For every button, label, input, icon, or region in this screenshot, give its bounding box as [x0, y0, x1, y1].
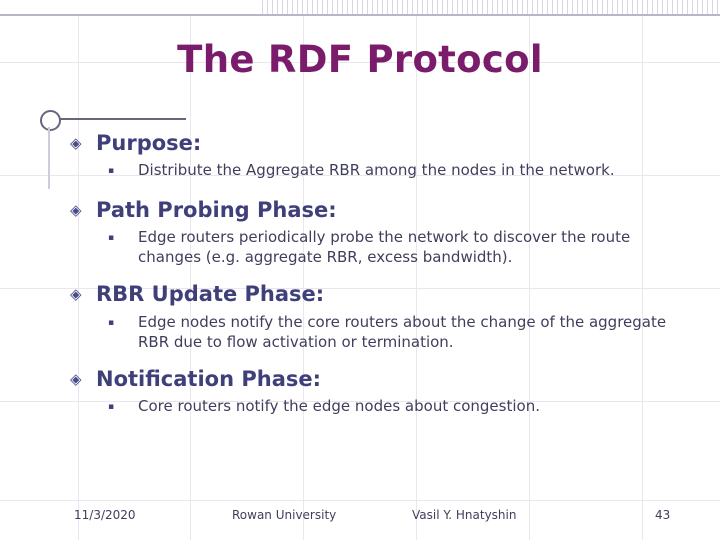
bullet-level1: ◈ Path Probing Phase:: [70, 197, 690, 223]
bullet-level2: ▪ Edge routers periodically probe the ne…: [108, 227, 690, 268]
bullet-subtext: Distribute the Aggregate RBR among the n…: [138, 161, 615, 180]
footer-organization: Rowan University: [232, 508, 337, 522]
bullet-level1: ◈ Purpose:: [70, 130, 690, 156]
decorative-gridline: [190, 0, 191, 540]
header-rule: [0, 14, 720, 16]
bullet-subtext: Core routers notify the edge nodes about…: [138, 397, 540, 416]
page-title: The RDF Protocol: [177, 38, 543, 81]
bullet-subtext: Edge routers periodically probe the netw…: [138, 227, 631, 266]
bullet-heading: RBR Update Phase:: [96, 282, 325, 307]
diamond-bullet-icon: ◈: [70, 370, 82, 388]
square-bullet-icon: ▪: [108, 232, 115, 243]
diamond-bullet-icon: ◈: [70, 134, 82, 152]
decorative-gridline: [78, 0, 79, 540]
bullet-subtext: Edge nodes notify the core routers about…: [138, 312, 667, 351]
bullet-level2: ▪ Core routers notify the edge nodes abo…: [108, 396, 690, 416]
footer-date: 11/3/2020: [74, 508, 136, 522]
decorative-gridline: [642, 0, 643, 540]
bullet-heading: Purpose:: [96, 131, 202, 155]
square-bullet-icon: ▪: [108, 402, 115, 413]
bullet-level1: ◈ RBR Update Phase:: [70, 281, 690, 307]
decorative-gridline: [0, 62, 720, 63]
decorative-gridline: [416, 0, 417, 540]
footer-page-number: 43: [655, 508, 671, 522]
bullet-level1: ◈ Notification Phase:: [70, 366, 690, 392]
decorative-gridline: [529, 0, 530, 540]
slide-content: ◈ Purpose: ▪ Distribute the Aggregate RB…: [70, 130, 690, 427]
decorative-gridline: [0, 401, 720, 402]
slide-header-bar: [0, 0, 720, 16]
footer-author: Vasil Y. Hnatyshin: [412, 508, 517, 522]
bullet-level2: ▪ Distribute the Aggregate RBR among the…: [108, 160, 690, 180]
bullet-heading: Path Probing Phase:: [96, 197, 337, 222]
title-underline-rule: [55, 118, 186, 120]
decorative-gridline: [303, 0, 304, 540]
slide-footer: 11/3/2020 Rowan University Vasil Y. Hnat…: [0, 508, 720, 530]
bullet-heading: Notification Phase:: [96, 367, 322, 391]
decorative-gridline: [0, 500, 720, 501]
decorative-gridline: [0, 175, 720, 176]
square-bullet-icon: ▪: [108, 317, 115, 328]
decorative-circle-icon: [40, 110, 61, 131]
square-bullet-icon: ▪: [108, 166, 115, 177]
decorative-vertical-rule: [48, 127, 50, 189]
bullet-level2: ▪ Edge nodes notify the core routers abo…: [108, 312, 690, 353]
diamond-bullet-icon: ◈: [70, 285, 82, 304]
header-hatch-pattern: [262, 0, 720, 14]
diamond-bullet-icon: ◈: [70, 200, 82, 219]
decorative-gridline: [0, 288, 720, 289]
